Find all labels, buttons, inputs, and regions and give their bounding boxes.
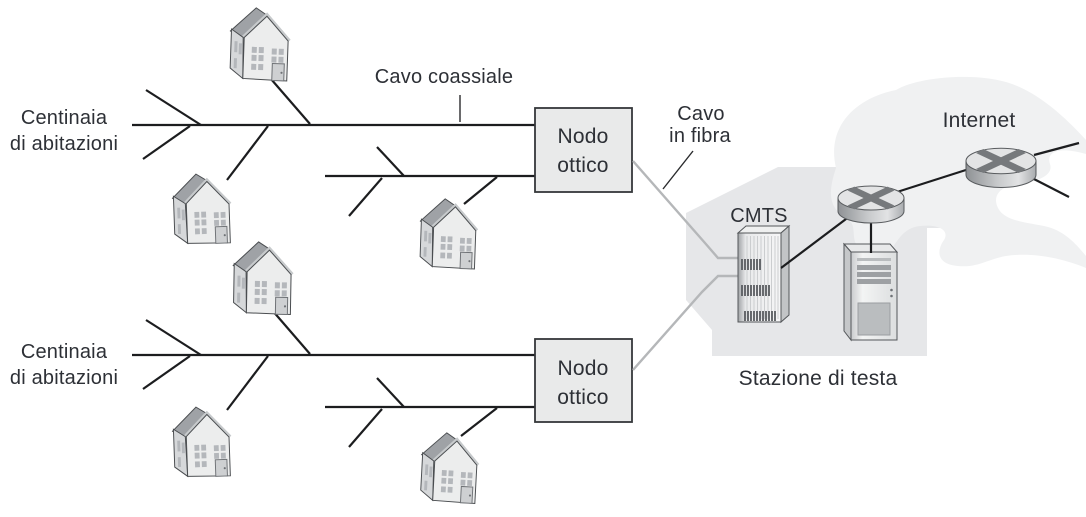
house-icon (169, 171, 234, 247)
tap-chevron (142, 89, 405, 217)
house-drop-line (270, 78, 311, 125)
label-homes-bottom-line2: di abitazioni (10, 367, 118, 389)
label-homes-top-line2: di abitazioni (10, 133, 118, 155)
label-homes-bottom-line1: Centinaia (21, 341, 108, 363)
label-fiber-cable-line2: in fibra (669, 125, 731, 147)
house-drop-line (226, 355, 269, 411)
house-drop-line (226, 125, 269, 181)
optical-node-box-top (534, 107, 633, 193)
tap-chevron (142, 319, 405, 448)
house-icon (230, 239, 295, 317)
label-optical-node-bottom-line2: ottico (557, 386, 608, 409)
label-homes-top-line1: Centinaia (21, 107, 108, 129)
label-head-end: Stazione di testa (739, 367, 898, 390)
server-icon (842, 242, 899, 342)
fiber-link-top (632, 160, 739, 260)
house-drop-line (271, 309, 311, 355)
router-icon-internet (965, 147, 1037, 189)
neighborhood-cluster-bottom: Centinaia di abitazioni Nodo ottico (10, 239, 633, 506)
fiber-link-bottom (632, 274, 739, 371)
house-icon (229, 7, 290, 81)
label-optical-node-top-line2: ottico (557, 154, 608, 177)
house-drop-line (463, 176, 498, 205)
neighborhood-cluster-top: Centinaia di abitazioni Nodo ottico (10, 7, 633, 271)
house-icon (417, 429, 482, 506)
label-coax-cable: Cavo coassiale (375, 66, 513, 88)
label-cmts: CMTS (730, 205, 787, 227)
house-icon (169, 404, 234, 480)
label-internet: Internet (943, 109, 1016, 132)
house-drop-line (460, 407, 498, 437)
house-icon (416, 196, 480, 271)
label-fiber-cable-line1: Cavo (677, 103, 725, 125)
label-optical-node-top-line1: Nodo (557, 125, 608, 148)
headend-links (780, 141, 1080, 269)
cmts-rack-icon (736, 224, 791, 324)
label-optical-node-bottom-line1: Nodo (557, 357, 608, 380)
optical-node-box-bottom (534, 338, 633, 423)
router-icon-headend (837, 185, 905, 224)
fiber-callout-pointer (662, 150, 694, 190)
